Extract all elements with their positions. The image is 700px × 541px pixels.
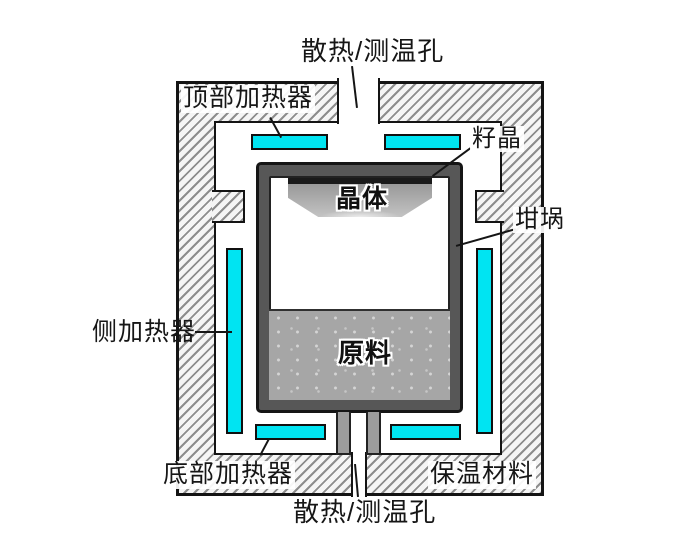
insulation-notch-left [212, 190, 245, 223]
side-heater-label: 侧加热器 [92, 318, 197, 346]
seed-label: 籽晶 [470, 125, 524, 153]
bottom-hole-label: 散热/测温孔 [293, 497, 437, 527]
growing-crystal [288, 184, 432, 217]
top-heater-right-bar [384, 134, 461, 150]
crucible-label: 坩埚 [513, 206, 567, 234]
bottom-heater-left-bar [255, 424, 326, 440]
raw-material-charge [269, 309, 450, 400]
insulation-label: 保温材料 [428, 460, 537, 489]
material-label: 原料 [338, 338, 393, 368]
top-heater-left-bar [251, 134, 328, 150]
top-hole-label: 散热/测温孔 [301, 36, 445, 66]
crystal-label: 晶体 [336, 185, 389, 213]
top-measurement-hole [337, 78, 380, 124]
support-pillar-left [336, 412, 351, 455]
insulation-notch-right [475, 190, 504, 223]
bottom-heater-label: 底部加热器 [161, 460, 296, 489]
support-pillar-right [366, 412, 381, 455]
bottom-heater-right-bar [390, 424, 461, 440]
side-heater-left-bar [226, 248, 243, 434]
bottom-measurement-hole [351, 452, 367, 497]
side-heater-right-bar [476, 248, 493, 434]
top-heater-label: 顶部加热器 [181, 84, 316, 113]
seed-crystal-strip [288, 178, 432, 184]
side-heater-leader-line [195, 331, 232, 333]
